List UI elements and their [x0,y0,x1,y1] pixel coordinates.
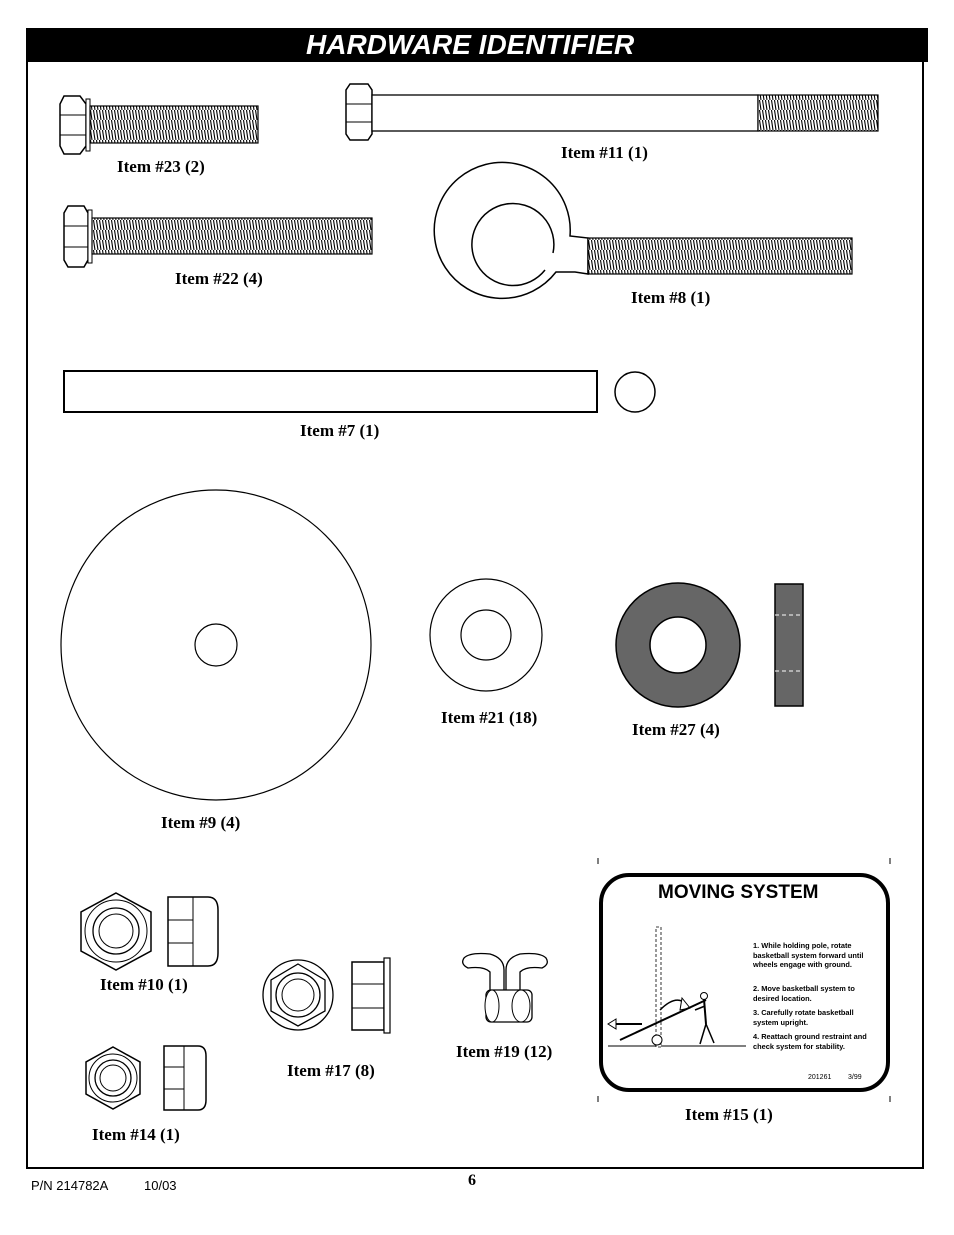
item-11-label: Item #11 (1) [561,143,648,162]
item-19-label: Item #19 (12) [456,1042,553,1061]
sign-title: MOVING SYSTEM [658,882,819,903]
item-27-label: Item #27 (4) [632,720,720,739]
item-10-label: Item #10 (1) [100,975,188,994]
sign-date: 3/99 [848,1074,862,1081]
item-22-label: Item #22 (4) [175,269,263,288]
sign-step: 1. While holding pole, rotate basketball… [753,941,864,969]
item-27-washer-drawing [615,582,804,708]
item-15-label-drawing [597,858,891,1102]
item-15-label: Item #15 (1) [685,1105,773,1124]
page-number: 6 [468,1172,476,1189]
item-23-bolt-drawing [59,95,259,155]
sign-step: 4. Reattach ground restraint and check s… [753,1032,867,1051]
item-17-nut-drawing [262,957,391,1034]
sign-step: 2. Move basketball system to desired loc… [753,984,855,1003]
item-9-washer-drawing [60,489,372,801]
item-7-label: Item #7 (1) [300,421,380,440]
item-11-bolt-drawing [345,83,879,141]
item-23-label: Item #23 (2) [117,157,205,176]
item-9-label: Item #9 (4) [161,813,241,832]
item-7-rod-drawing [63,370,656,413]
part-number: P/N 214782A [31,1178,109,1193]
item-19-clip-drawing [462,952,548,1023]
item-10-nut-drawing [80,892,219,971]
item-17-label: Item #17 (8) [287,1061,375,1080]
footer-date: 10/03 [144,1178,177,1193]
sign-step: 3. Carefully rotate basketball system up… [753,1008,854,1027]
item-8-label: Item #8 (1) [631,288,711,307]
item-21-washer-drawing [429,578,543,692]
item-14-nut-drawing [85,1045,207,1111]
page-title: HARDWARE IDENTIFIER [306,29,635,60]
sign-code: 201261 [808,1074,832,1081]
title-bar [26,28,928,62]
item-14-label: Item #14 (1) [92,1125,180,1144]
item-8-eyebolt-drawing [433,161,853,300]
item-22-bolt-drawing [63,205,373,268]
item-21-label: Item #21 (18) [441,708,538,727]
